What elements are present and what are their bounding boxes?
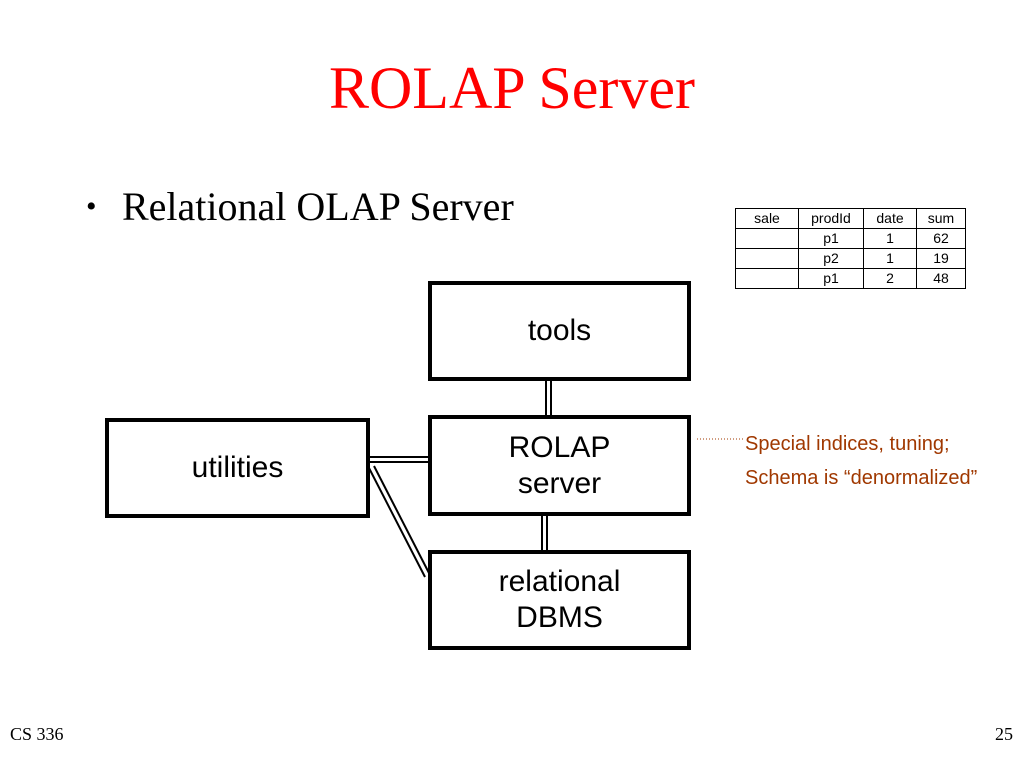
annotation-note: Special indices, tuning; Schema is “deno…	[745, 427, 977, 495]
annotation-line-2: Schema is “denormalized”	[745, 467, 978, 489]
connector-utilities-dbms	[373, 465, 431, 576]
table-cell: 62	[916, 228, 966, 249]
utilities-box: utilities	[105, 418, 370, 518]
utilities-label: utilities	[191, 451, 284, 484]
table-cell: p1	[798, 268, 864, 289]
table-header-row: sale prodId date sum	[735, 208, 966, 229]
rolap-server-label: ROLAP server	[508, 430, 611, 500]
slide-title: ROLAP Server	[328, 55, 696, 121]
rolap-server-box: ROLAP server	[428, 415, 691, 516]
table-row: p1 2 48	[735, 268, 966, 289]
table-row: p2 1 19	[735, 248, 966, 269]
table-cell: 48	[916, 268, 966, 289]
footer-page-number: 25	[995, 724, 1013, 744]
bullet-item: • Relational OLAP Server	[86, 183, 514, 231]
table-header-cell: sale	[735, 208, 799, 229]
table-cell: 19	[916, 248, 966, 269]
relational-dbms-label: relational DBMS	[498, 565, 621, 634]
tools-label: tools	[527, 314, 592, 347]
sales-table: sale prodId date sum p1 1 62 p2 1 19 p1 …	[735, 208, 966, 289]
relational-dbms-box: relational DBMS	[428, 550, 691, 650]
bullet-marker: •	[86, 190, 97, 223]
bullet-text: Relational OLAP Server	[122, 184, 514, 229]
connector-utilities-dbms	[368, 467, 426, 578]
table-header-cell: prodId	[798, 208, 864, 229]
footer-course: CS 336	[10, 724, 64, 744]
annotation-line-1: Special indices, tuning;	[745, 433, 950, 455]
tools-box: tools	[428, 281, 691, 381]
